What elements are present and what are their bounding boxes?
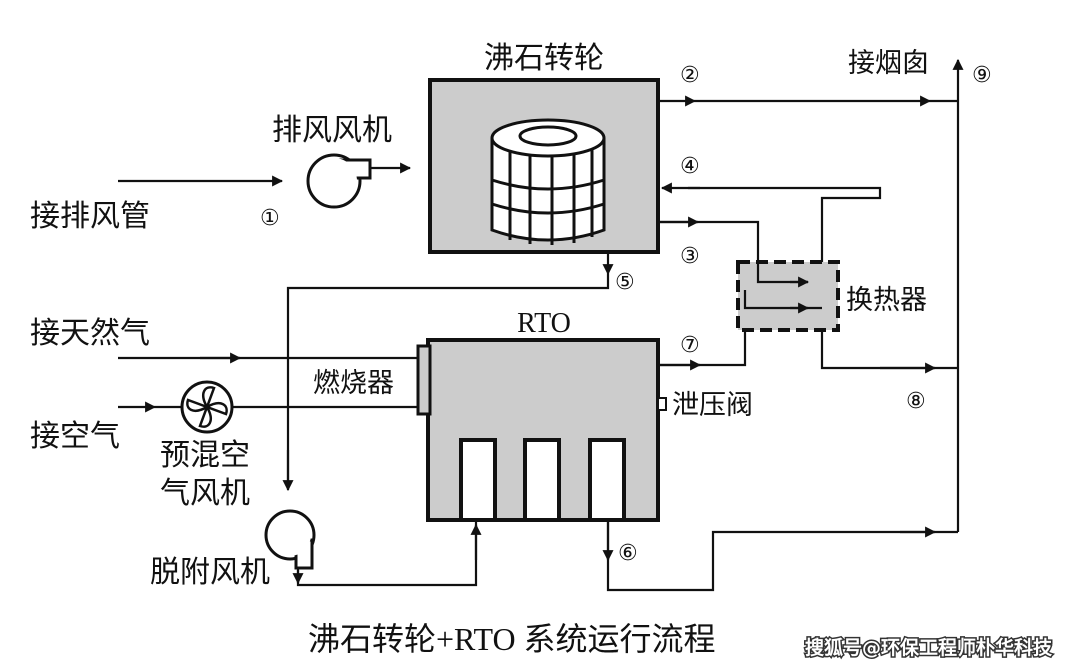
diagram-caption: 沸石转轮+RTO 系统运行流程 [308, 621, 716, 657]
marker-6: ⑥ [618, 541, 638, 566]
watermark: 搜狐号@环保工程师朴华科技 [805, 636, 1053, 659]
cooling-air-line [658, 220, 760, 262]
zeolite-wheel-unit [428, 78, 660, 254]
premix-fan-icon [180, 380, 234, 434]
rto-unit [416, 338, 667, 522]
exhaust-fan-icon [306, 153, 372, 209]
zeolite-wheel-icon [490, 118, 606, 245]
premix-fan-label-line2: 气风机 [160, 476, 250, 511]
marker-7: ⑦ [680, 333, 700, 358]
marker-2: ② [680, 63, 700, 88]
relief-valve-block [657, 397, 667, 411]
chimney-label: 接烟囱 [848, 48, 929, 79]
regenerator-chambers [459, 438, 626, 522]
exhaust-duct-label: 接排风管 [30, 199, 150, 234]
fan-to-rto-line [296, 520, 478, 587]
desorption-fan-icon [264, 509, 316, 570]
air-inlet-label: 接空气 [30, 419, 120, 454]
burner-label: 燃烧器 [313, 368, 394, 399]
rto-to-hx-line [658, 290, 747, 367]
burner-block [416, 344, 432, 416]
desorption-return-line [688, 186, 882, 228]
heat-exchanger-unit [736, 228, 840, 332]
marker-9: ⑨ [972, 63, 992, 88]
desorb-to-fan-line [286, 274, 610, 488]
exhaust-fan-label: 排风风机 [272, 113, 392, 148]
desorption-fan-label: 脱附风机 [150, 555, 270, 590]
heat-exchanger-box [736, 260, 840, 332]
heat-exchanger-label: 换热器 [846, 285, 927, 316]
premix-fan-label-line1: 预混空 [160, 438, 250, 473]
marker-4: ④ [680, 154, 700, 179]
relief-valve-label: 泄压阀 [672, 390, 753, 421]
marker-8: ⑧ [906, 389, 926, 414]
rto-label: RTO [517, 308, 571, 339]
natural-gas-label: 接天然气 [30, 316, 150, 351]
marker-5: ⑤ [615, 270, 635, 295]
rto-exhaust-line [606, 522, 958, 592]
zeolite-wheel-label: 沸石转轮 [484, 41, 604, 76]
flow-lines [118, 58, 964, 592]
marker-1: ① [260, 206, 280, 231]
marker-3: ③ [680, 244, 700, 269]
